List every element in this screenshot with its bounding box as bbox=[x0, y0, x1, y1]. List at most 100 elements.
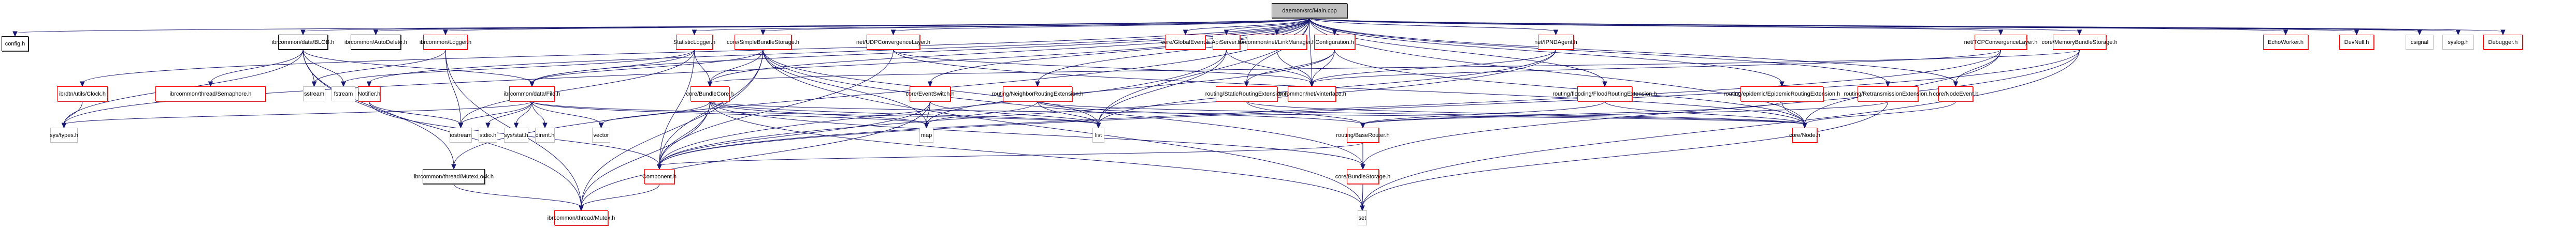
node-label: stdio.h bbox=[479, 132, 497, 139]
graph-node-bundlecore[interactable]: core/BundleCore.h bbox=[686, 86, 733, 101]
edge-memstorage-to-set bbox=[1362, 49, 2080, 208]
graph-node-configuration[interactable]: Configuration.h bbox=[1314, 35, 1355, 50]
graph-node-memstorage[interactable]: core/MemoryBundleStorage.h bbox=[2041, 35, 2118, 50]
edge-main-to-logger bbox=[445, 18, 1310, 32]
arrowhead-icon bbox=[2455, 29, 2461, 36]
arrowhead-icon bbox=[1553, 29, 1559, 36]
edge-main-to-flood bbox=[1309, 18, 1605, 84]
edge-bundlecore-to-node bbox=[710, 101, 1805, 125]
arrowhead-icon bbox=[311, 81, 317, 87]
graph-node-baserouter[interactable]: routing/BaseRouter.h bbox=[1336, 128, 1390, 143]
edge-neighbor-to-list bbox=[1037, 101, 1099, 125]
graph-node-static[interactable]: routing/StaticRoutingExtension.h bbox=[1205, 86, 1288, 101]
arrowhead-icon bbox=[1332, 29, 1337, 36]
edge-main-to-simplestorage bbox=[762, 18, 1310, 32]
edge-file-to-dirent bbox=[531, 101, 545, 125]
edge-file-to-systypes bbox=[64, 101, 533, 125]
arrowhead-icon bbox=[1183, 29, 1188, 36]
graph-node-ipnd[interactable]: net/IPNDAgent.h bbox=[1534, 35, 1577, 50]
arrowhead-icon bbox=[300, 29, 306, 36]
arrowhead-icon bbox=[2077, 29, 2082, 36]
graph-node-sstream: sstream bbox=[303, 86, 325, 101]
arrowhead-icon bbox=[80, 81, 85, 87]
graph-node-tcpcl[interactable]: net/TCPConvergenceLayer.h bbox=[1964, 35, 2037, 50]
graph-node-clock[interactable]: ibrdtn/utils/Clock.h bbox=[57, 86, 108, 101]
graph-node-csignal: csignal bbox=[2406, 35, 2434, 50]
graph-node-neighbor[interactable]: routing/NeighborRoutingExtension.h bbox=[992, 86, 1083, 101]
arrowhead-icon bbox=[1309, 81, 1315, 87]
node-label: net/IPNDAgent.h bbox=[1534, 39, 1577, 45]
graph-node-retrans[interactable]: routing/RetransmissionExtension.h bbox=[1844, 86, 1932, 101]
graph-node-semaphore[interactable]: ibrcommon/thread/Semaphore.h bbox=[155, 86, 266, 101]
edge-clock-to-systypes bbox=[64, 101, 83, 125]
graph-node-flood[interactable]: routing/flooding/FloodRoutingExtension.h bbox=[1552, 86, 1657, 101]
edge-bundlestorage-to-set bbox=[1362, 184, 1363, 208]
node-label: dirent.h bbox=[535, 132, 555, 139]
edge-apiserver-to-vinterface bbox=[1226, 49, 1312, 84]
node-label: ibrcommon/data/BLOB.h bbox=[271, 39, 335, 45]
edge-main-to-notifier bbox=[369, 18, 1310, 84]
graph-node-notifier[interactable]: Notifier.h bbox=[358, 86, 380, 101]
graph-node-debugger[interactable]: Debugger.h bbox=[2483, 35, 2523, 50]
graph-node-statlogger[interactable]: StatisticLogger.h bbox=[673, 35, 715, 50]
node-label: core/BundleCore.h bbox=[686, 90, 734, 97]
graph-node-map: map bbox=[919, 128, 933, 143]
graph-node-config[interactable]: config.h bbox=[2, 36, 28, 51]
graph-node-udpcl[interactable]: net/UDPConvergenceLayer.h bbox=[856, 35, 930, 50]
graph-node-main: daemon/src/Main.cpp bbox=[1272, 3, 1347, 18]
node-label: Component.h bbox=[642, 173, 677, 180]
graph-node-sysstat: sys/stat.h bbox=[504, 128, 528, 143]
edge-tcpcl-to-vinterface bbox=[1312, 49, 2001, 84]
node-label: ibrcommon/Logger.h bbox=[419, 39, 472, 45]
graph-node-mutex[interactable]: ibrcommon/thread/Mutex.h bbox=[548, 210, 615, 225]
graph-node-simplestorage[interactable]: core/SimpleBundleStorage.h bbox=[727, 35, 799, 50]
node-label: ibrcommon/thread/Semaphore.h bbox=[169, 90, 252, 97]
arrowhead-icon bbox=[1779, 81, 1785, 87]
edge-blob-to-file bbox=[303, 49, 533, 84]
graph-node-globalevent[interactable]: core/GlobalEvent.h bbox=[1161, 35, 1210, 50]
edge-main-to-csignal bbox=[1309, 18, 2420, 32]
arrowhead-icon bbox=[890, 29, 896, 36]
graph-node-component[interactable]: Component.h bbox=[642, 169, 677, 184]
graph-node-nodeevent[interactable]: core/NodeEvent.h bbox=[1933, 86, 1979, 101]
graph-node-node[interactable]: core/Node.h bbox=[1789, 128, 1820, 143]
graph-node-logger[interactable]: ibrcommon/Logger.h bbox=[419, 35, 472, 50]
node-label: config.h bbox=[5, 40, 25, 47]
edge-main-to-epidemic bbox=[1309, 18, 1782, 84]
graph-node-autodelete[interactable]: ibrcommon/AutoDelete.h bbox=[344, 35, 407, 50]
graph-node-blob[interactable]: ibrcommon/data/BLOB.h bbox=[272, 35, 334, 50]
node-label: sys/stat.h bbox=[504, 132, 528, 139]
node-label: routing/flooding/FloodRoutingExtension.h bbox=[1552, 90, 1657, 97]
edge-tcpcl-to-nodeevent bbox=[1955, 49, 2001, 84]
node-label: core/Node.h bbox=[1789, 132, 1820, 139]
arrowhead-icon bbox=[2283, 29, 2289, 36]
graph-node-file[interactable]: ibrcommon/data/File.h bbox=[504, 86, 560, 101]
node-label: core/BundleStorage.h bbox=[1335, 173, 1391, 180]
node-label: set bbox=[1358, 215, 1366, 221]
graph-node-apiserver[interactable]: ApiServer.h bbox=[1212, 35, 1241, 50]
graph-node-vinterface[interactable]: ibrcommon/net/vinterface.h bbox=[1277, 86, 1346, 101]
graph-node-mutexlock[interactable]: ibrcommon/thread/MutexLock.h bbox=[414, 169, 494, 184]
edge-main-to-clock bbox=[82, 18, 1310, 84]
graph-node-epidemic[interactable]: routing/epidemic/EpidemicRoutingExtensio… bbox=[1724, 86, 1840, 101]
graph-node-echoworker[interactable]: EchoWorker.h bbox=[2263, 35, 2308, 50]
edge-statlogger-to-component bbox=[659, 49, 695, 166]
edge-file-to-sysstat bbox=[516, 101, 533, 125]
edge-logger-to-iostream bbox=[445, 49, 461, 125]
node-label: core/MemoryBundleStorage.h bbox=[2041, 39, 2118, 45]
arrowhead-icon bbox=[1244, 81, 1249, 87]
edge-main-to-systypes bbox=[64, 18, 1310, 125]
node-label: iostream bbox=[450, 132, 472, 139]
edge-blob-to-fstream bbox=[303, 49, 344, 84]
graph-node-eventswitch[interactable]: core/EventSwitch.h bbox=[905, 86, 955, 101]
edge-neighbor-to-node bbox=[1037, 101, 1805, 125]
arrowhead-icon bbox=[2500, 29, 2506, 36]
graph-node-bundlestorage[interactable]: core/BundleStorage.h bbox=[1335, 169, 1390, 184]
graph-node-dirent: dirent.h bbox=[535, 128, 555, 143]
edge-eventswitch-to-component bbox=[659, 101, 930, 166]
graph-node-devnull[interactable]: DevNull.h bbox=[2339, 35, 2374, 50]
node-label: daemon/src/Main.cpp bbox=[1282, 7, 1337, 14]
arrowhead-icon bbox=[924, 123, 929, 129]
graph-node-linkmanager[interactable]: ibrcommon/net/LinkManager.h bbox=[1239, 35, 1315, 50]
node-label: routing/RetransmissionExtension.h bbox=[1844, 90, 1932, 97]
